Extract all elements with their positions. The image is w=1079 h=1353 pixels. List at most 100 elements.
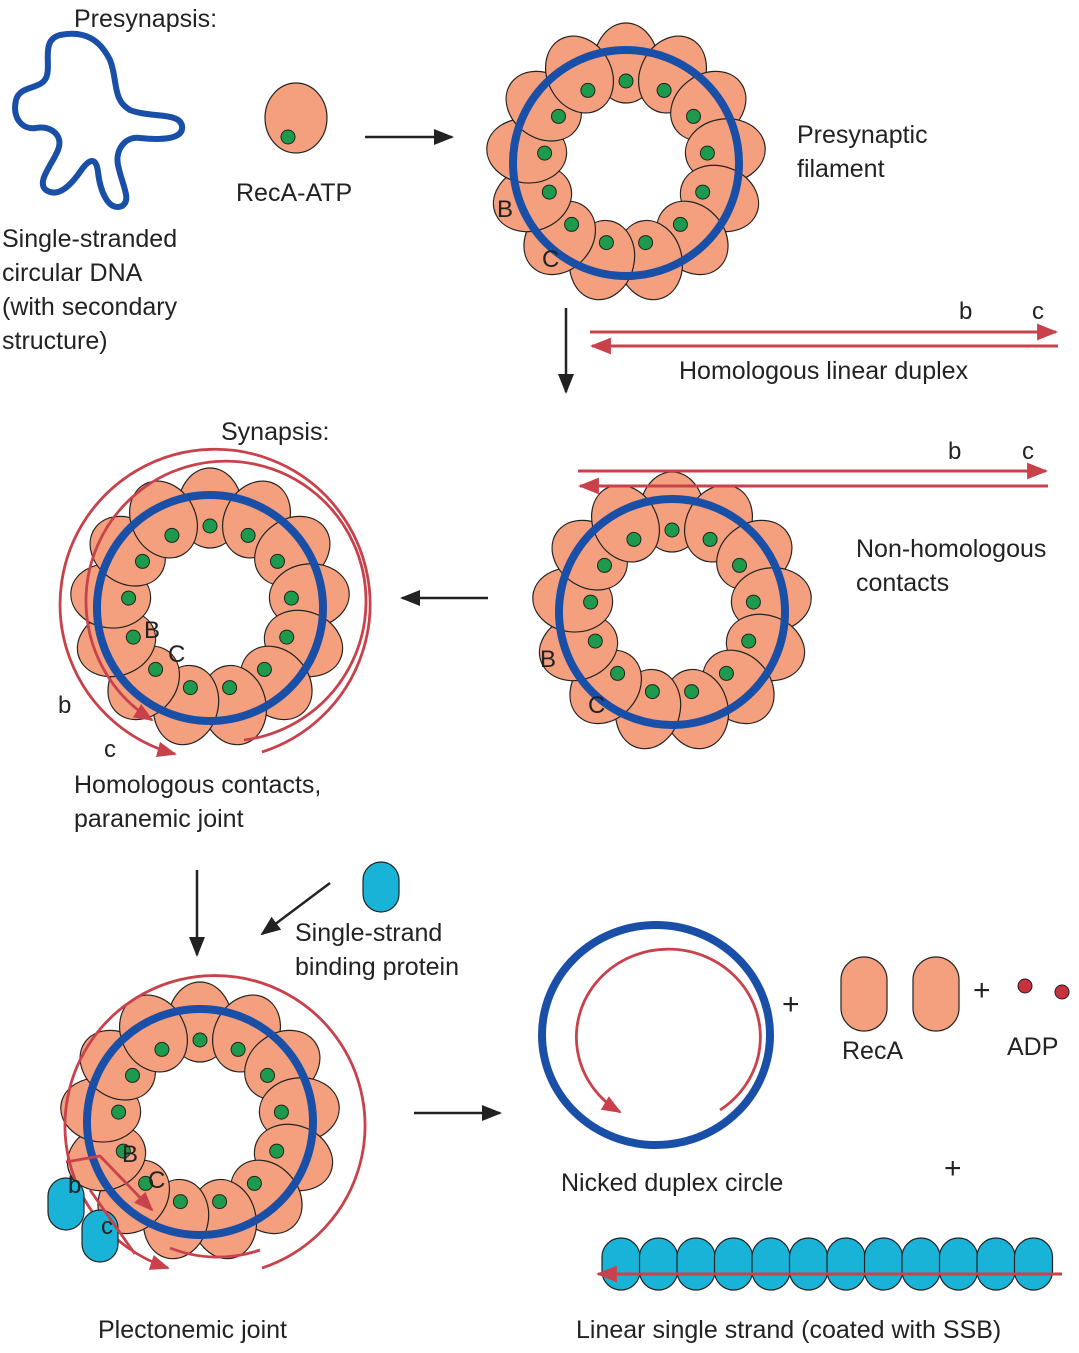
- atp-dot: [192, 1032, 208, 1048]
- ssb-bound-2: [81, 1209, 119, 1263]
- mark-b-1: b: [959, 298, 973, 325]
- atp-dot: [684, 684, 700, 700]
- ssb-subunit: [676, 1237, 716, 1291]
- label-synapsis: Synapsis:: [221, 418, 330, 446]
- paranemic-red-arc-inner: [84, 459, 368, 742]
- mark-b-4: b: [68, 1172, 82, 1199]
- atp-dot: [626, 531, 642, 547]
- mark-c-3: c: [104, 736, 116, 763]
- atp-dot: [741, 633, 757, 649]
- paranemic-filament: [70, 467, 350, 746]
- atp-dot: [148, 661, 164, 677]
- atp-dot: [583, 594, 599, 610]
- atp-dot: [618, 73, 634, 89]
- label-non-homologous: Non-homologous contacts: [856, 535, 1047, 597]
- ssb-subunit: [1013, 1237, 1054, 1291]
- atp-dot: [283, 590, 299, 606]
- atp-dot: [541, 184, 557, 200]
- mark-B-1: B: [497, 196, 514, 223]
- atp-dot: [182, 680, 198, 696]
- atp-dot: [115, 1143, 131, 1159]
- label-homologous-linear-duplex: Homologous linear duplex: [679, 357, 969, 385]
- atp-dot: [212, 1194, 228, 1210]
- ssb-subunit: [826, 1237, 866, 1291]
- atp-dot: [138, 1175, 154, 1191]
- ssdna-circle: [83, 1005, 317, 1239]
- mark-c-2: c: [1022, 438, 1034, 465]
- recA-free-1: [840, 956, 888, 1032]
- atp-dot: [279, 629, 295, 645]
- mark-c-1: c: [1032, 298, 1044, 325]
- ssb-subunit: [788, 1237, 829, 1291]
- atp-dot: [718, 665, 734, 681]
- plectonemic-filament: [60, 981, 340, 1260]
- ssdna-squiggle: [12, 30, 185, 210]
- recA-atp-monomer: [264, 82, 328, 154]
- atp-dot: [260, 1067, 275, 1083]
- plectonemic-red-arc-outer: [63, 974, 367, 1270]
- atp-dot: [240, 527, 256, 543]
- ssb-subunit: [976, 1237, 1016, 1291]
- atp-dot: [273, 1104, 289, 1120]
- label-ssb: Single-strand binding protein: [295, 919, 460, 981]
- mark-B-4: B: [122, 1141, 139, 1168]
- ssdna-circle: [93, 491, 327, 725]
- atp-dot: [222, 680, 238, 696]
- ssb-subunit: [638, 1237, 679, 1291]
- plus-2: +: [973, 974, 991, 1007]
- ssb-subunit: [751, 1237, 791, 1291]
- atp-dot: [644, 684, 660, 700]
- mark-B-2: B: [540, 646, 557, 673]
- label-presynaptic-filament: Presynaptic filament: [797, 121, 928, 183]
- atp-dot: [686, 108, 701, 124]
- mark-C-1: C: [542, 246, 560, 273]
- label-recA: RecA: [842, 1037, 904, 1065]
- plus-1: +: [782, 988, 800, 1021]
- label-adp: ADP: [1007, 1033, 1059, 1061]
- mark-c-4: c: [101, 1213, 113, 1240]
- mark-C-3: C: [168, 641, 186, 668]
- atp-dot: [656, 82, 672, 98]
- atp-dot: [551, 108, 566, 124]
- atp-dot: [172, 1194, 188, 1210]
- atp-dot: [699, 145, 715, 161]
- atp-dot: [664, 522, 680, 538]
- atp-dot: [121, 590, 137, 606]
- ssb-strand: [88, 1189, 137, 1255]
- mark-C-4: C: [148, 1167, 166, 1194]
- ssb-subunit: [938, 1237, 979, 1291]
- atp-dot: [135, 553, 150, 569]
- atp-dot: [202, 518, 218, 534]
- atp-dot: [154, 1041, 170, 1057]
- atp-dot: [246, 1175, 262, 1191]
- nicked-circle-blue: [538, 921, 774, 1149]
- adp-dot-1: [1017, 978, 1033, 994]
- presynaptic-filament: [486, 22, 766, 301]
- plectonemic-red-arc-inner: [65, 1154, 154, 1212]
- mark-b-3: b: [58, 692, 72, 719]
- atp-dot: [695, 184, 711, 200]
- mark-B-3: B: [144, 617, 161, 644]
- atp-dot: [638, 235, 654, 251]
- atp-dot: [537, 145, 553, 161]
- atp-dot: [610, 665, 626, 681]
- atp-dot: [111, 1104, 127, 1120]
- atp-dot: [230, 1041, 246, 1057]
- label-recA-atp: RecA-ATP: [236, 179, 353, 207]
- ssb-subunit: [601, 1237, 641, 1291]
- label-ssdna: Single-stranded circular DNA (with secon…: [2, 225, 178, 355]
- ssb-monomer: [362, 861, 400, 913]
- atp-dot: [580, 82, 596, 98]
- arrow-ssb: [260, 882, 331, 936]
- atp-dot: [270, 553, 285, 569]
- label-plectonemic: Plectonemic joint: [98, 1316, 287, 1344]
- ssb-coated-strand: [601, 1237, 1054, 1291]
- atp-dot: [672, 216, 688, 232]
- plus-3: +: [944, 1152, 962, 1185]
- ssdna-circle: [509, 46, 743, 280]
- ssdna-circle: [555, 495, 789, 729]
- mark-C-2: C: [588, 692, 606, 719]
- nicked-circle-red: [574, 947, 762, 1114]
